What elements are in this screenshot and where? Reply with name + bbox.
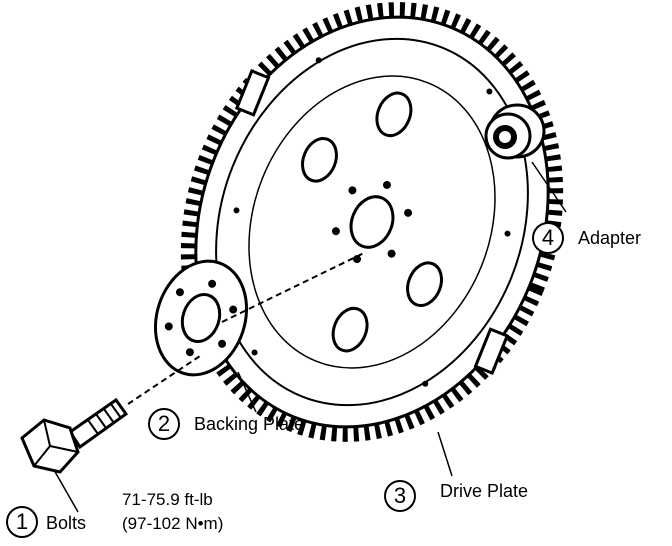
assembly-line [127, 355, 201, 405]
drive-plate-center-bore [349, 195, 395, 249]
drive-plate-tab [473, 327, 510, 375]
drive-plate-hole [375, 91, 413, 138]
callout-label-backing-plate: Backing Plate [194, 414, 305, 434]
drive-plate-hole [301, 137, 338, 183]
drive-plate-teeth [180, 2, 564, 442]
leader-adapter [531, 161, 567, 213]
drive-plate-hole [331, 306, 369, 353]
drive-plate-hole [406, 261, 443, 307]
callout-label-adapter: Adapter [578, 228, 642, 248]
callout-number-4: 4 [532, 222, 564, 254]
assembly-line [221, 251, 367, 323]
callout-number-3: 3 [384, 480, 416, 512]
callout-number-1: 1 [6, 506, 38, 538]
drive-plate-inner-rim [215, 37, 529, 407]
torque-spec-line1: 71-75.9 ft-lb [122, 490, 213, 509]
leader-drive-plate [437, 431, 453, 477]
backing-plate [153, 259, 249, 377]
drive-plate [180, 2, 564, 442]
drive-plate-web [248, 75, 496, 369]
leader-bolts [53, 469, 79, 513]
drive-plate-rim [194, 15, 550, 429]
drive-plate-tab [234, 69, 271, 117]
adapter [484, 103, 546, 160]
callout-label-drive-plate: Drive Plate [440, 481, 529, 501]
bolt [20, 397, 129, 474]
callout-number-2: 2 [148, 408, 180, 440]
callout-label-bolts: Bolts [46, 513, 87, 533]
torque-spec-line2: (97-102 N•m) [122, 514, 224, 533]
leader-backing-plate [237, 371, 257, 413]
